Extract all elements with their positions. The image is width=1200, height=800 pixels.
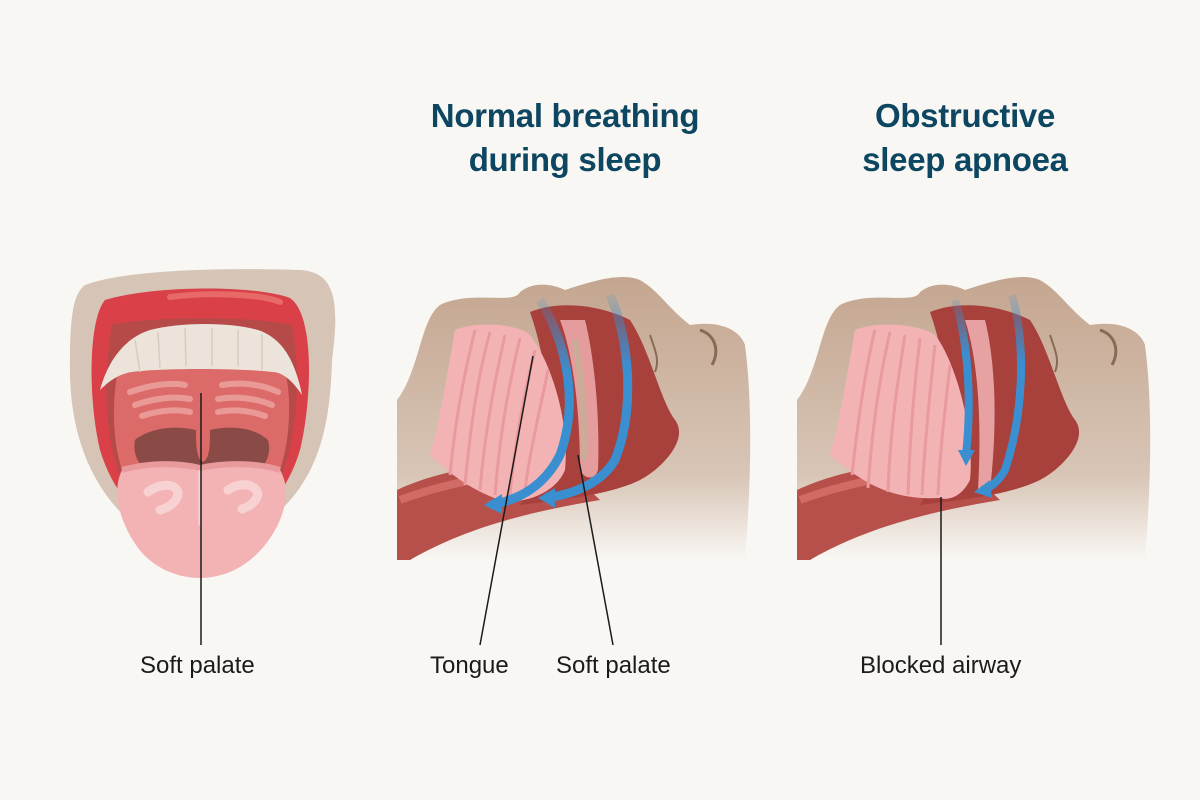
title-normal-line2: during sleep bbox=[468, 141, 662, 178]
title-normal-line1: Normal breathing bbox=[430, 97, 700, 134]
title-apnoea-line1: Obstructive bbox=[874, 97, 1056, 134]
normal-breathing-illustration bbox=[397, 277, 751, 560]
obstructive-apnoea-illustration bbox=[797, 277, 1151, 560]
label-mouth-soft-palate: Soft palate bbox=[140, 652, 255, 679]
title-obstructive-apnoea: Obstructive sleep apnoea bbox=[800, 94, 1130, 182]
pointer-line-normal-soft-palate bbox=[577, 454, 614, 646]
label-blocked-airway: Blocked airway bbox=[860, 652, 1022, 679]
title-apnoea-line2: sleep apnoea bbox=[862, 141, 1068, 178]
open-mouth-illustration bbox=[70, 269, 336, 578]
label-normal-soft-palate: Soft palate bbox=[556, 652, 671, 679]
label-tongue: Tongue bbox=[430, 652, 509, 679]
pointer-line-tongue bbox=[479, 355, 534, 646]
title-normal-breathing: Normal breathing during sleep bbox=[400, 94, 730, 182]
